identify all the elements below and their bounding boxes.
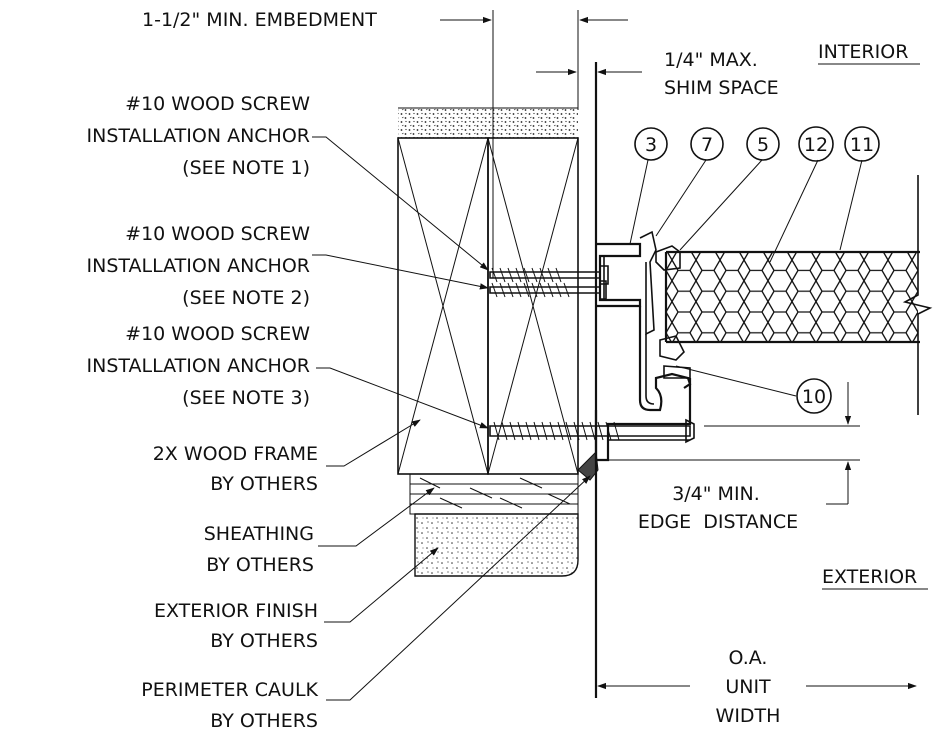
wall-construction — [397, 107, 599, 577]
exterior-finish — [414, 513, 579, 577]
anchor-3-line1: #10 WOOD SCREW — [125, 323, 310, 345]
callout-number: 5 — [757, 134, 769, 156]
sheathing-line2: BY OTHERS — [206, 554, 314, 576]
callout-bubble-10: 10 — [796, 378, 832, 414]
wood-frame-line1: 2X WOOD FRAME — [153, 443, 318, 465]
anchor-2-line1: #10 WOOD SCREW — [125, 223, 310, 245]
window-frame-section — [594, 62, 933, 698]
callout-bubble-12: 12 — [798, 126, 834, 162]
break-line — [902, 175, 933, 415]
edge-distance-line2: EDGE DISTANCE — [638, 511, 798, 533]
wood-frame-member-outer — [397, 137, 489, 475]
anchor-2-line3: (SEE NOTE 2) — [182, 287, 310, 309]
callout-number: 3 — [645, 134, 657, 156]
callout-number: 12 — [804, 134, 828, 156]
callout-number: 7 — [701, 134, 713, 156]
anchor-1-label: #10 WOOD SCREW INSTALLATION ANCHOR (SEE … — [87, 93, 311, 179]
wood-frame-label: 2X WOOD FRAME BY OTHERS — [153, 443, 318, 495]
callout-bubble-5: 5 — [746, 127, 780, 161]
callout-bubble-7: 7 — [690, 127, 724, 161]
exterior-label: EXTERIOR — [822, 566, 917, 588]
perimeter-caulk-label: PERIMETER CAULK BY OTHERS — [141, 679, 318, 732]
anchor-2-label: #10 WOOD SCREW INSTALLATION ANCHOR (SEE … — [87, 223, 311, 309]
anchor-1-line2: INSTALLATION ANCHOR — [87, 125, 310, 147]
exterior-finish-label: EXTERIOR FINISH BY OTHERS — [154, 600, 318, 652]
shim-space-label-line1: 1/4" MAX. — [664, 49, 758, 71]
sheathing-label: SHEATHING BY OTHERS — [204, 523, 314, 576]
wood-frame-member-inner — [487, 137, 579, 475]
anchor-1-line1: #10 WOOD SCREW — [125, 93, 310, 115]
anchor-1-line3: (SEE NOTE 1) — [182, 157, 310, 179]
oa-unit-width-label: O.A. UNIT WIDTH — [716, 647, 781, 727]
oa-width-line3: WIDTH — [716, 705, 781, 727]
dimension-edge-distance — [600, 382, 860, 505]
leader-lines — [312, 136, 863, 701]
dimension-embedment — [440, 10, 628, 278]
shim-space-label-line2: SHIM SPACE — [664, 77, 779, 99]
anchor-2-line2: INSTALLATION ANCHOR — [87, 255, 310, 277]
anchor-3-line2: INSTALLATION ANCHOR — [87, 355, 310, 377]
callout-number: 11 — [850, 134, 874, 156]
embedment-label: 1-1/2" MIN. EMBEDMENT — [142, 9, 377, 31]
anchor-screw-2 — [489, 280, 607, 300]
oa-width-line1: O.A. — [729, 647, 768, 669]
wood-frame-line2: BY OTHERS — [210, 473, 318, 495]
anchor-3-label: #10 WOOD SCREW INSTALLATION ANCHOR (SEE … — [87, 323, 311, 409]
top-finish-band — [398, 108, 578, 138]
callout-bubble-11: 11 — [844, 126, 880, 162]
sheathing — [409, 473, 579, 515]
sheathing-line1: SHEATHING — [204, 523, 314, 545]
oa-width-line2: UNIT — [725, 676, 771, 698]
anchor-screw-3 — [489, 418, 695, 444]
perimeter-caulk-line1: PERIMETER CAULK — [141, 679, 318, 701]
perimeter-caulk-line2: BY OTHERS — [210, 710, 318, 732]
edge-distance-line1: 3/4" MIN. — [672, 483, 760, 505]
anchor-3-line3: (SEE NOTE 3) — [182, 387, 310, 409]
exterior-finish-line1: EXTERIOR FINISH — [154, 600, 318, 622]
insulated-panel-core — [664, 250, 920, 344]
callout-bubble-3: 3 — [634, 127, 668, 161]
exterior-finish-line2: BY OTHERS — [210, 630, 318, 652]
anchor-screw-1 — [489, 265, 609, 285]
frame-profile — [596, 242, 642, 308]
edge-distance-label: 3/4" MIN. EDGE DISTANCE — [638, 483, 798, 533]
callout-number: 10 — [802, 386, 826, 408]
interior-label: INTERIOR — [818, 41, 908, 63]
